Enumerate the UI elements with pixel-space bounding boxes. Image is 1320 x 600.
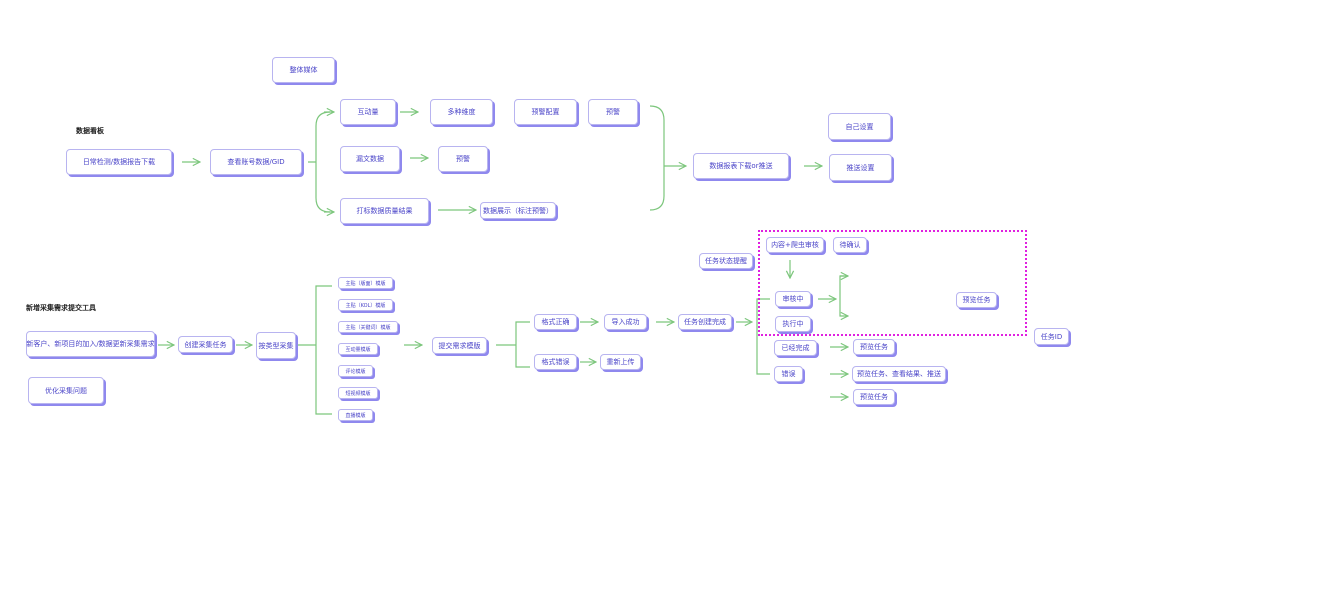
node-preview-1[interactable]: 预览任务 [853, 339, 895, 355]
bracket [496, 321, 530, 368]
node-create-task[interactable]: 创建采集任务 [178, 336, 233, 353]
node-format-error[interactable]: 格式错误 [534, 354, 577, 370]
node-self-setting[interactable]: 自己设置 [828, 113, 891, 140]
node-missing-data[interactable]: 漏文数据 [340, 146, 400, 172]
template-item[interactable]: 互动量模版 [338, 343, 378, 355]
node-error[interactable]: 错误 [774, 366, 803, 382]
node-reviewing[interactable]: 审核中 [775, 291, 811, 307]
node-optimize[interactable]: 优化采集问题 [28, 377, 104, 404]
node-status-remind[interactable]: 任务状态提醒 [699, 253, 753, 269]
bracket [298, 285, 332, 415]
node-alert-2[interactable]: 预警 [438, 146, 488, 172]
node-interaction[interactable]: 互动量 [340, 99, 396, 125]
node-multi-dim[interactable]: 多种维度 [430, 99, 493, 125]
node-report-download[interactable]: 数据报表下载or推送 [693, 153, 789, 179]
node-format-ok[interactable]: 格式正确 [534, 314, 577, 330]
node-tag-quality[interactable]: 打标数据质量结果 [340, 198, 429, 224]
node-preview-in-box[interactable]: 预览任务 [956, 292, 997, 308]
node-content-review[interactable]: 内容+爬虫审核 [766, 237, 824, 253]
node-preview-results[interactable]: 预览任务、查看结果、推送 [852, 366, 946, 382]
template-item[interactable]: 评论模版 [338, 365, 373, 377]
highlight-region [758, 230, 1027, 336]
node-executing[interactable]: 执行中 [775, 316, 811, 332]
node-import-ok[interactable]: 导入成功 [604, 314, 647, 330]
node-alert-config[interactable]: 预警配置 [514, 99, 577, 125]
node-alert[interactable]: 预警 [588, 99, 638, 125]
node-daily-monitor[interactable]: 日常检测/数据报告下载 [66, 149, 172, 175]
bracket [308, 111, 331, 213]
node-task-id[interactable]: 任务ID [1034, 328, 1069, 345]
template-item[interactable]: 主贴（关键词）模版 [338, 321, 398, 333]
template-item[interactable]: 主贴（版面）模版 [338, 277, 393, 289]
bracket [649, 105, 665, 211]
node-reupload[interactable]: 重新上传 [600, 354, 641, 370]
node-task-created[interactable]: 任务创建完成 [678, 314, 732, 330]
section-title-collection: 新增采集需求提交工具 [26, 304, 96, 312]
template-item[interactable]: 直播模版 [338, 409, 373, 421]
node-push-setting[interactable]: 推送设置 [829, 154, 892, 181]
section-title-dashboard: 数据看板 [76, 127, 104, 135]
node-overall-media[interactable]: 整体媒体 [272, 57, 335, 83]
node-preview-2[interactable]: 预览任务 [853, 389, 895, 405]
node-view-account[interactable]: 查看账号数据/GID [210, 149, 302, 175]
node-pending[interactable]: 待确认 [833, 237, 867, 253]
node-new-request[interactable]: 新客户、新项目的加入/数据更新采集需求 [26, 331, 155, 357]
node-data-display[interactable]: 数据展示（标注预警） [480, 202, 556, 219]
node-by-type[interactable]: 按类型采集 [256, 332, 296, 359]
template-item[interactable]: 短视频模版 [338, 387, 378, 399]
node-submit-template[interactable]: 提交需求模版 [432, 337, 487, 354]
template-item[interactable]: 主贴（KOL）模版 [338, 299, 393, 311]
node-completed[interactable]: 已经完成 [774, 340, 817, 356]
